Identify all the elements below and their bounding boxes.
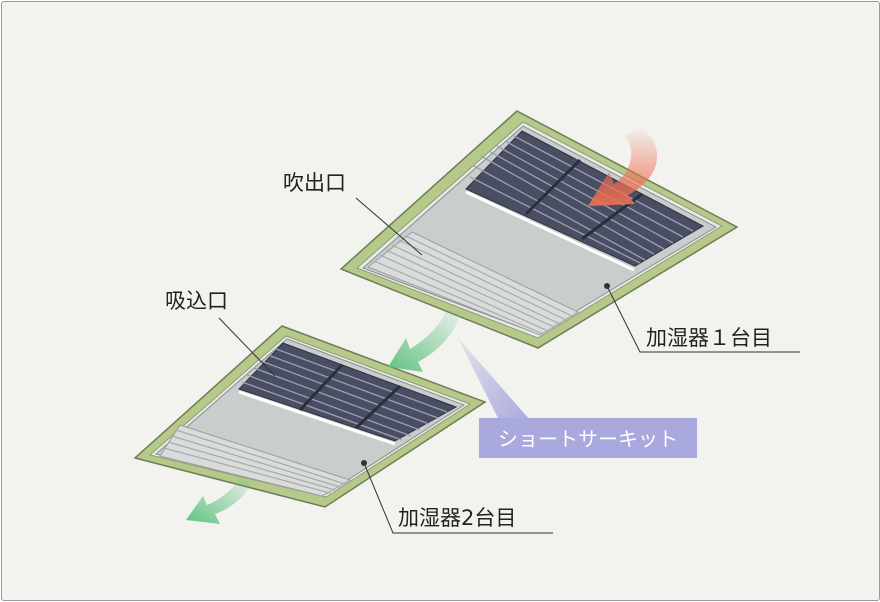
unit1-label: 加湿器１台目 xyxy=(646,326,772,350)
unit1-inlet-slats xyxy=(469,135,694,264)
short-circuit-callout-pointer xyxy=(458,338,530,422)
inlet-leader xyxy=(218,317,276,377)
unit2-inlet-slats xyxy=(241,348,448,441)
intake-airflow-arrow xyxy=(588,126,658,206)
unit1-inlet-grille xyxy=(465,130,705,267)
unit1-leader xyxy=(606,285,800,353)
unit2-outlet-slats xyxy=(163,429,346,494)
outlet-leader xyxy=(355,197,423,256)
humidifier-unit-1 xyxy=(339,110,739,349)
leader-lines xyxy=(218,197,800,534)
short-circuit-label: ショートサーキット xyxy=(498,427,678,451)
unit2-inlet-lip xyxy=(238,390,396,446)
short-circuit-callout-box xyxy=(479,418,697,458)
short-circuit-airflow-arrow xyxy=(388,310,461,372)
inlet-label: 吸込口 xyxy=(165,289,228,313)
unit2-leader xyxy=(363,462,553,534)
unit1-outlet-slats xyxy=(373,235,573,335)
unit2-outlet xyxy=(159,424,352,497)
unit2-inlet-dividers xyxy=(298,363,402,430)
humidifier-unit-2 xyxy=(133,325,487,508)
outlet-label: 吹出口 xyxy=(283,171,346,195)
unit2-label: 加湿器2台目 xyxy=(398,506,516,530)
unit1-inlet-lip xyxy=(465,190,635,272)
unit2-discharge-airflow-arrow xyxy=(186,478,253,524)
